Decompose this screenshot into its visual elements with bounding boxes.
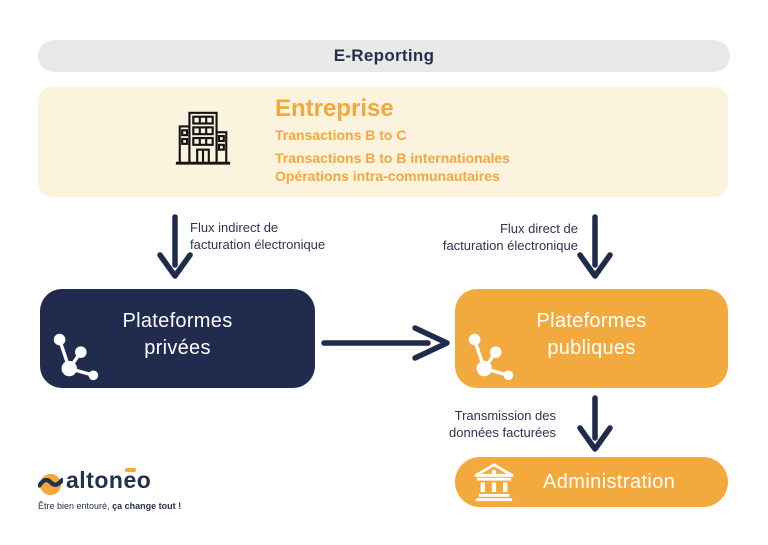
- logo-tagline: Être bien entouré, ça change tout !: [38, 501, 181, 511]
- logo-accent-mark: [125, 468, 136, 472]
- logo-mark-icon: [37, 472, 65, 497]
- entreprise-card: [38, 87, 728, 197]
- label-flux-indirect-line2: facturation électronique: [190, 237, 326, 252]
- entreprise-line-btoc: Transactions B to C: [275, 127, 407, 143]
- page-title: E-Reporting: [333, 46, 435, 65]
- header-pill: E-Reporting: [38, 40, 730, 72]
- plateformes-publiques-box: Plateformes publiques: [455, 289, 728, 388]
- logo-wordmark: altoneo: [66, 467, 151, 494]
- network-icon: [47, 328, 105, 384]
- label-flux-indirect: Flux indirect de facturation électroniqu…: [190, 219, 325, 253]
- bank-icon: [473, 461, 515, 503]
- plateformes-privees-box: Plateformes privées: [40, 289, 315, 388]
- label-flux-direct: Flux direct de facturation électronique: [408, 220, 578, 254]
- logo-tagline-regular: Être bien entouré,: [38, 501, 113, 511]
- logo-text-part2: e: [123, 467, 137, 493]
- plateformes-publiques-line1: Plateformes: [536, 310, 647, 332]
- entreprise-line-btob: Transactions B to B internationales: [275, 150, 510, 166]
- entreprise-title: Entreprise: [275, 95, 394, 122]
- label-flux-direct-line2: facturation électronique: [442, 238, 578, 253]
- plateformes-privees-line2: privées: [144, 337, 211, 359]
- arrow-down-indirect: [156, 213, 194, 281]
- logo-text-part3: o: [136, 467, 152, 493]
- label-transmission: Transmission des données facturées: [406, 407, 556, 441]
- arrow-right-private-to-public: [320, 324, 454, 362]
- plateformes-publiques-line2: publiques: [547, 337, 636, 359]
- plateformes-publiques-label: Plateformes publiques: [455, 308, 728, 362]
- administration-label: Administration: [543, 471, 676, 493]
- logo-text-part1: alton: [66, 467, 124, 493]
- plateformes-privees-line1: Plateformes: [122, 310, 233, 332]
- entreprise-line-intra: Opérations intra-communautaires: [275, 168, 500, 184]
- network-icon: [462, 328, 520, 384]
- logo-tagline-bold: ça change tout !: [112, 501, 182, 511]
- arrow-down-transmission: [576, 394, 614, 454]
- label-flux-indirect-line1: Flux indirect de: [190, 220, 279, 235]
- plateformes-privees-label: Plateformes privées: [40, 308, 315, 362]
- administration-box: Administration: [455, 457, 728, 507]
- arrow-down-direct: [576, 213, 614, 281]
- building-icon: [172, 106, 234, 172]
- label-transmission-line1: Transmission des: [454, 408, 556, 423]
- label-flux-direct-line1: Flux direct de: [499, 221, 578, 236]
- label-transmission-line2: données facturées: [449, 425, 556, 440]
